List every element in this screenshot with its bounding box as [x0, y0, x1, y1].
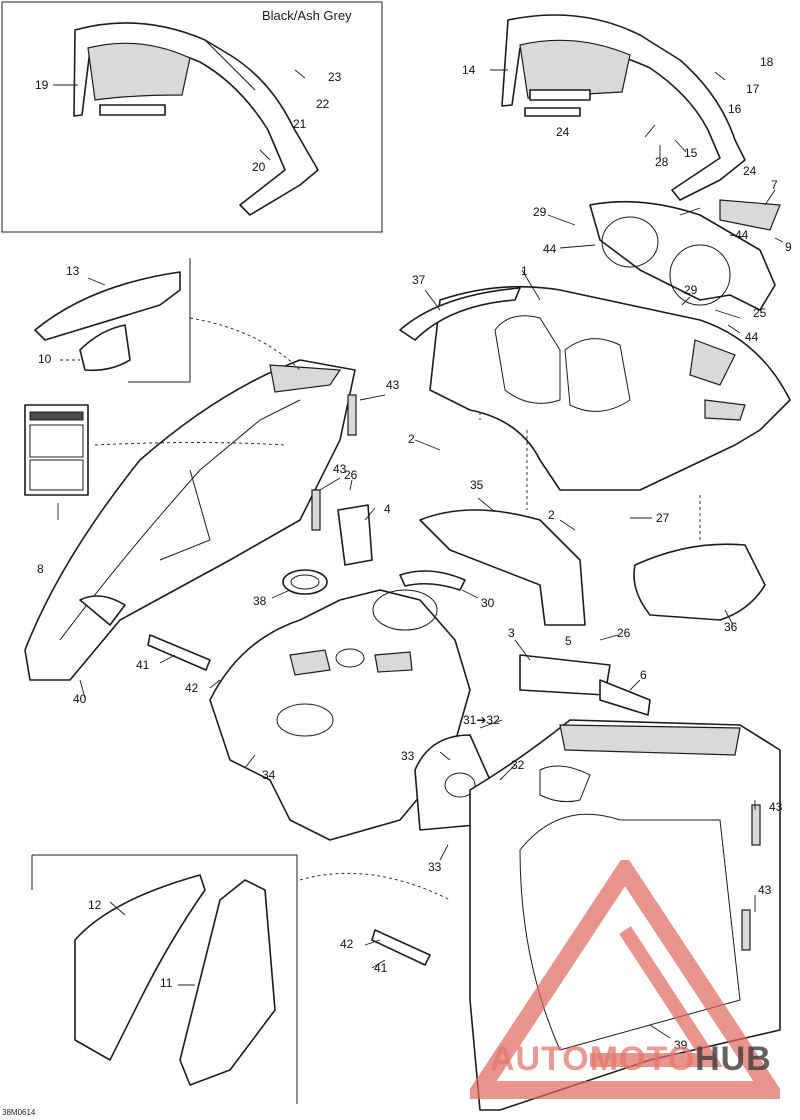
- visor-inset: [34, 271, 181, 372]
- inset-frame-top-left: [1, 1, 383, 233]
- bracket-4: [337, 504, 373, 566]
- callout-42: 42: [340, 937, 354, 951]
- upper-console: [429, 285, 791, 491]
- callout-29: 29: [684, 283, 698, 297]
- callout-21: 21: [293, 117, 307, 131]
- handle-41-lower: [371, 929, 431, 966]
- inset-frame-visor: [128, 258, 191, 383]
- callout-34: 34: [262, 768, 276, 782]
- side-panel-insert-11: [179, 879, 276, 1086]
- callout-43: 43: [758, 883, 772, 897]
- reflector-43-d: [741, 909, 751, 951]
- storage-bin: [419, 509, 586, 626]
- watermark-text: AUTOMOTOHUB: [490, 1040, 772, 1078]
- central-body: [209, 589, 471, 841]
- bracket-3: [519, 654, 611, 696]
- callout-3: 3: [508, 626, 515, 640]
- callout-14: 14: [462, 63, 476, 77]
- side-panel-insert-12: [74, 874, 206, 1061]
- trim-37: [399, 287, 521, 341]
- callout-44: 44: [543, 242, 557, 256]
- callout-10: 10: [38, 352, 52, 366]
- callout-2: 2: [408, 432, 415, 446]
- callout-26: 26: [344, 468, 358, 482]
- front-hood: [24, 359, 356, 681]
- callout-29: 29: [533, 205, 547, 219]
- callout-22: 22: [316, 97, 330, 111]
- windshield-frame-inset: [73, 22, 319, 216]
- callout-18: 18: [760, 55, 774, 69]
- callout-2: 2: [548, 508, 555, 522]
- callout-44: 44: [745, 330, 759, 344]
- callout-25: 25: [753, 306, 767, 320]
- callout-41: 41: [136, 658, 150, 672]
- callout-26: 26: [617, 626, 631, 640]
- watermark-logo: [470, 860, 780, 1099]
- callout-28: 28: [655, 155, 669, 169]
- reflector-43-b: [311, 489, 321, 531]
- callout-38: 38: [253, 594, 267, 608]
- gas-cap-ring: [282, 569, 328, 595]
- callout-15: 15: [684, 146, 698, 160]
- callout-44: 44: [735, 228, 749, 242]
- callout-37: 37: [412, 273, 426, 287]
- callout-9: 9: [785, 240, 792, 254]
- callout-42: 42: [185, 681, 199, 695]
- bracket-6: [599, 679, 651, 716]
- color-variant-note: Black/Ash Grey: [262, 8, 352, 23]
- callout-13: 13: [66, 264, 80, 278]
- windshield-frame-right: [501, 14, 746, 201]
- callout-17: 17: [746, 82, 760, 96]
- handle-41-upper: [147, 634, 211, 671]
- gauge-bezel: [589, 199, 781, 311]
- callout-35: 35: [470, 478, 484, 492]
- callout-27: 27: [656, 511, 670, 525]
- callout-33: 33: [428, 860, 442, 874]
- warning-label: [24, 404, 89, 496]
- callout-4: 4: [384, 502, 391, 516]
- callout-30: 30: [481, 596, 495, 610]
- callout-1: 1: [521, 264, 528, 278]
- callout-7: 7: [771, 178, 778, 192]
- inset-frame-side-panels: [32, 854, 298, 1104]
- callout-24: 24: [556, 125, 570, 139]
- callout-23: 23: [328, 70, 342, 84]
- reflector-43-a: [347, 394, 357, 436]
- seat-pad: [633, 543, 766, 621]
- callout-6: 6: [640, 668, 647, 682]
- callout-33: 33: [401, 749, 415, 763]
- callout-8: 8: [37, 562, 44, 576]
- side-panel: [469, 719, 781, 1111]
- callout-12: 12: [88, 898, 102, 912]
- lid-30: [399, 570, 466, 591]
- callout-20: 20: [252, 160, 266, 174]
- callout-39: 39: [674, 1038, 688, 1052]
- callout-32: 32: [511, 758, 525, 772]
- callout-5: 5: [565, 634, 572, 648]
- callout-16: 16: [728, 102, 742, 116]
- reflector-43-c: [751, 804, 761, 846]
- callout-41: 41: [374, 961, 388, 975]
- callout-19: 19: [35, 78, 49, 92]
- callout-24: 24: [743, 164, 757, 178]
- callout-40: 40: [73, 692, 87, 706]
- diagram-reference-code: 38M0614: [2, 1108, 36, 1117]
- callout-36: 36: [724, 620, 738, 634]
- callout-31-32: 31➔32: [463, 713, 500, 727]
- callout-43: 43: [386, 378, 400, 392]
- leader-lines: [53, 69, 784, 1039]
- callout-11: 11: [160, 976, 173, 990]
- callout-43: 43: [769, 800, 783, 814]
- callout-43: 43: [333, 462, 347, 476]
